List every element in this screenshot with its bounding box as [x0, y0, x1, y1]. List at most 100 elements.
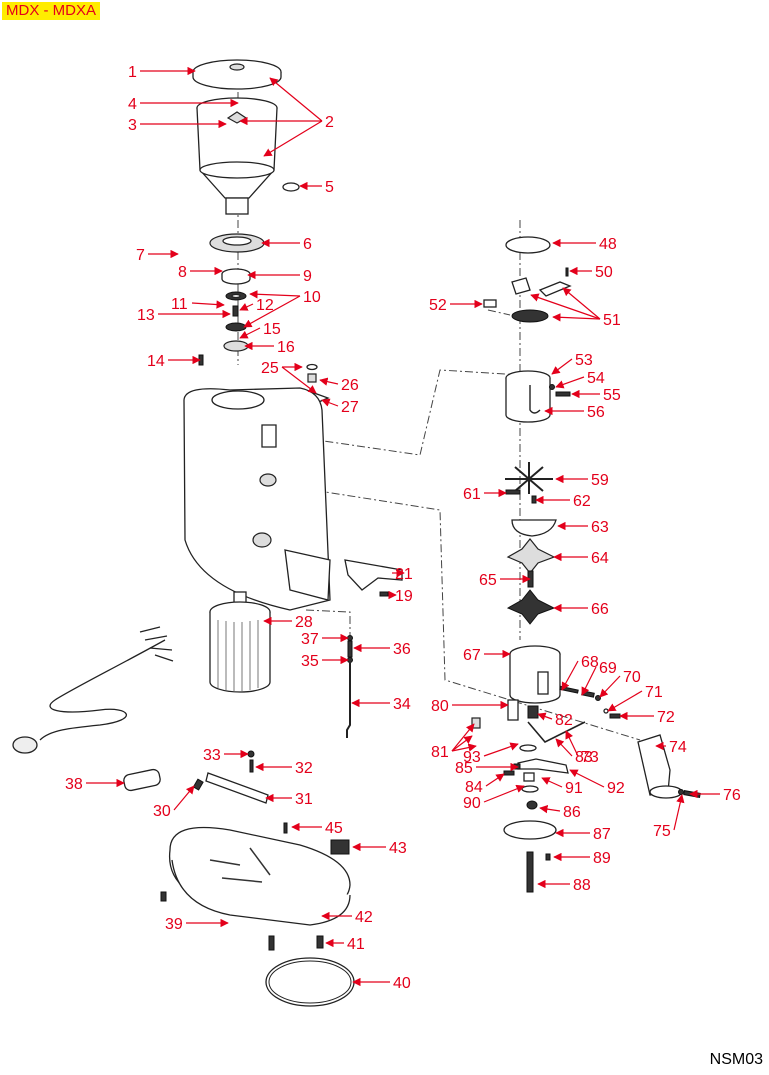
leader-arrow [551, 358, 573, 375]
callout-81: 81 [431, 723, 477, 761]
fork-screw [379, 591, 389, 597]
leader-arrow [537, 712, 553, 721]
part-number-label: 91 [565, 780, 583, 797]
bearing-lower [225, 322, 247, 332]
grinder-body [183, 387, 331, 611]
part-52 [483, 299, 497, 308]
part-number-label: 88 [573, 877, 591, 894]
part-number-label: 90 [463, 795, 481, 812]
part-number-label: 10 [303, 289, 321, 306]
leader-arrow [249, 290, 301, 299]
doser-star [505, 462, 553, 494]
part-number-label: 19 [395, 588, 413, 605]
bearing-bore [231, 293, 241, 299]
callout-54: 54 [555, 370, 605, 389]
part-number-label: 56 [587, 404, 605, 421]
callout-82: 82 [537, 712, 573, 729]
microswitch-81 [471, 717, 481, 729]
part-number-label: 4 [128, 96, 137, 113]
part-number-label: 50 [595, 264, 613, 281]
spacer [192, 778, 204, 791]
part-number-label: 31 [295, 791, 313, 808]
foot-screw [268, 935, 275, 951]
callout-73: 73 [565, 730, 599, 766]
part-number-label: 83 [575, 749, 593, 766]
callout-5: 5 [299, 179, 334, 196]
part-number-label: 73 [581, 749, 599, 766]
dose-cam [511, 519, 557, 537]
callout-86: 86 [539, 804, 581, 821]
part-number-label: 14 [147, 353, 165, 370]
washer-54 [549, 384, 555, 390]
callout-10: 10 [243, 289, 321, 328]
leader-arrow [483, 784, 525, 803]
leader-arrow [451, 743, 477, 752]
callout-25: 25 [261, 360, 317, 394]
pin [249, 759, 254, 773]
part-number-label: 26 [341, 377, 359, 394]
washer-71 [603, 708, 609, 714]
lever-rod [346, 635, 353, 738]
bracket-bar [205, 772, 269, 804]
part-number-label: 21 [395, 566, 413, 583]
callout-48: 48 [552, 236, 617, 253]
part-number-label: 89 [593, 850, 611, 867]
hopper-shutter [282, 182, 300, 192]
adjustment-ring [209, 233, 265, 253]
nut-70 [595, 695, 601, 701]
callout-12: 12 [239, 297, 274, 314]
pin-62 [531, 495, 537, 504]
leader-arrow [483, 742, 519, 757]
callout-16: 16 [244, 339, 295, 356]
callout-88: 88 [537, 877, 591, 894]
callout-64: 64 [553, 550, 609, 567]
leader-arrow [451, 723, 475, 752]
leader-arrow [243, 295, 301, 328]
callout-76: 76 [689, 787, 741, 804]
part-number-label: 32 [295, 760, 313, 777]
leader-arrow [599, 675, 621, 698]
callout-83: 83 [555, 738, 593, 766]
part-number-label: 54 [587, 370, 605, 387]
callout-93: 93 [463, 742, 519, 766]
part-number-label: 8 [178, 264, 187, 281]
leader-arrow [530, 293, 601, 320]
capacitor [123, 768, 161, 792]
doser-housing [509, 645, 561, 704]
callout-13: 13 [137, 307, 231, 324]
part-number-label: 93 [463, 749, 481, 766]
leader-arrow [581, 666, 597, 696]
leader-arrow [673, 794, 685, 831]
callout-9: 9 [247, 268, 312, 285]
part-number-label: 80 [431, 698, 449, 715]
callout-41: 41 [325, 936, 365, 953]
part-number-label: 63 [591, 519, 609, 536]
callout-62: 62 [535, 493, 591, 510]
part-number-label: 62 [573, 493, 591, 510]
callout-69: 69 [581, 660, 617, 696]
callout-61: 61 [463, 486, 507, 503]
callout-36: 36 [353, 641, 411, 658]
base-tray [168, 826, 351, 926]
screw-50 [565, 267, 569, 277]
callout-74: 74 [655, 739, 687, 756]
motor [209, 591, 271, 693]
callout-3: 3 [128, 117, 227, 134]
lid-plate [511, 277, 531, 295]
callout-27: 27 [321, 398, 359, 416]
part-number-label: 11 [171, 296, 188, 313]
callout-43: 43 [352, 840, 407, 857]
part-number-label: 34 [393, 696, 411, 713]
callout-56: 56 [544, 404, 605, 421]
part-number-label: 68 [581, 654, 599, 671]
callout-59: 59 [555, 472, 609, 489]
leader-arrow [552, 313, 601, 322]
part-number-label: 76 [723, 787, 741, 804]
sheet-code: NSM03 [709, 1051, 763, 1068]
part-number-label: 2 [325, 114, 334, 131]
leader-arrow [555, 376, 585, 389]
part-number-label: 71 [645, 684, 663, 701]
leader-arrow [539, 804, 561, 814]
